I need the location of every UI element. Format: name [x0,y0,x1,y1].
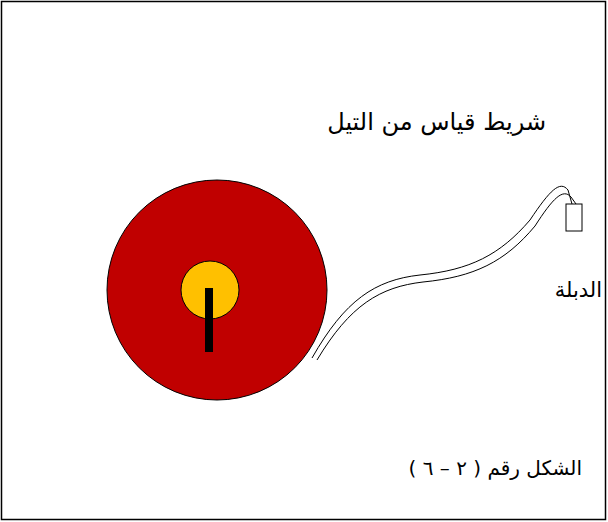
tape-strip-edge [317,194,576,360]
figure-caption: الشكل رقم ( ٢ – ٦ ) [409,456,582,480]
tape-reel [107,180,327,400]
figure-title: شريط قياس من التيل [327,108,546,136]
tape-ring-tab [566,204,582,231]
tape-strip-edge [312,186,572,358]
winding-handle [205,288,213,352]
part-label: الدبلة [555,278,602,302]
